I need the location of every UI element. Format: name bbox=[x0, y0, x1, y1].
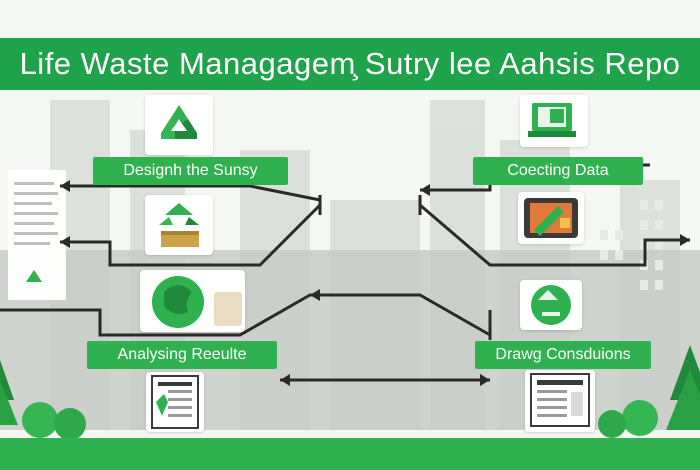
tablet-icon bbox=[524, 198, 578, 238]
ground-strip bbox=[0, 438, 700, 470]
tree-icon bbox=[0, 345, 700, 440]
recycle-globe-icon bbox=[152, 276, 242, 328]
box-icon bbox=[159, 203, 199, 247]
recycle-icon-card-right bbox=[520, 280, 582, 330]
flow-arrowheads bbox=[60, 180, 690, 386]
globe-recycle-icon-card bbox=[140, 270, 245, 332]
laptop-icon-card-top bbox=[520, 95, 588, 147]
step-label-collect: Coecting Data bbox=[473, 157, 643, 185]
step-label-design: Designh the Sunsy bbox=[93, 157, 288, 185]
recycle-icon bbox=[531, 285, 571, 325]
document-icon bbox=[530, 373, 590, 427]
tablet-icon-card bbox=[518, 192, 584, 244]
document-icon bbox=[151, 375, 199, 429]
recycle-icon bbox=[161, 105, 197, 139]
laptop-icon bbox=[528, 103, 576, 137]
recycle-box-icon-card bbox=[145, 195, 213, 255]
step-label-analyze: Analysing Reeulte bbox=[87, 341, 277, 369]
document-icon-card-right bbox=[525, 370, 595, 432]
recycle-icon-card-top bbox=[145, 95, 213, 155]
step-label-draw: Drawg Consduions bbox=[475, 341, 651, 369]
document-icon-card-left bbox=[146, 372, 204, 432]
document-sheet-left bbox=[8, 170, 66, 300]
page-title: Life Waste Managagem̧ Sutry lee Aahsis R… bbox=[19, 46, 681, 81]
title-banner: Life Waste Managagem̧ Sutry lee Aahsis R… bbox=[0, 38, 700, 90]
